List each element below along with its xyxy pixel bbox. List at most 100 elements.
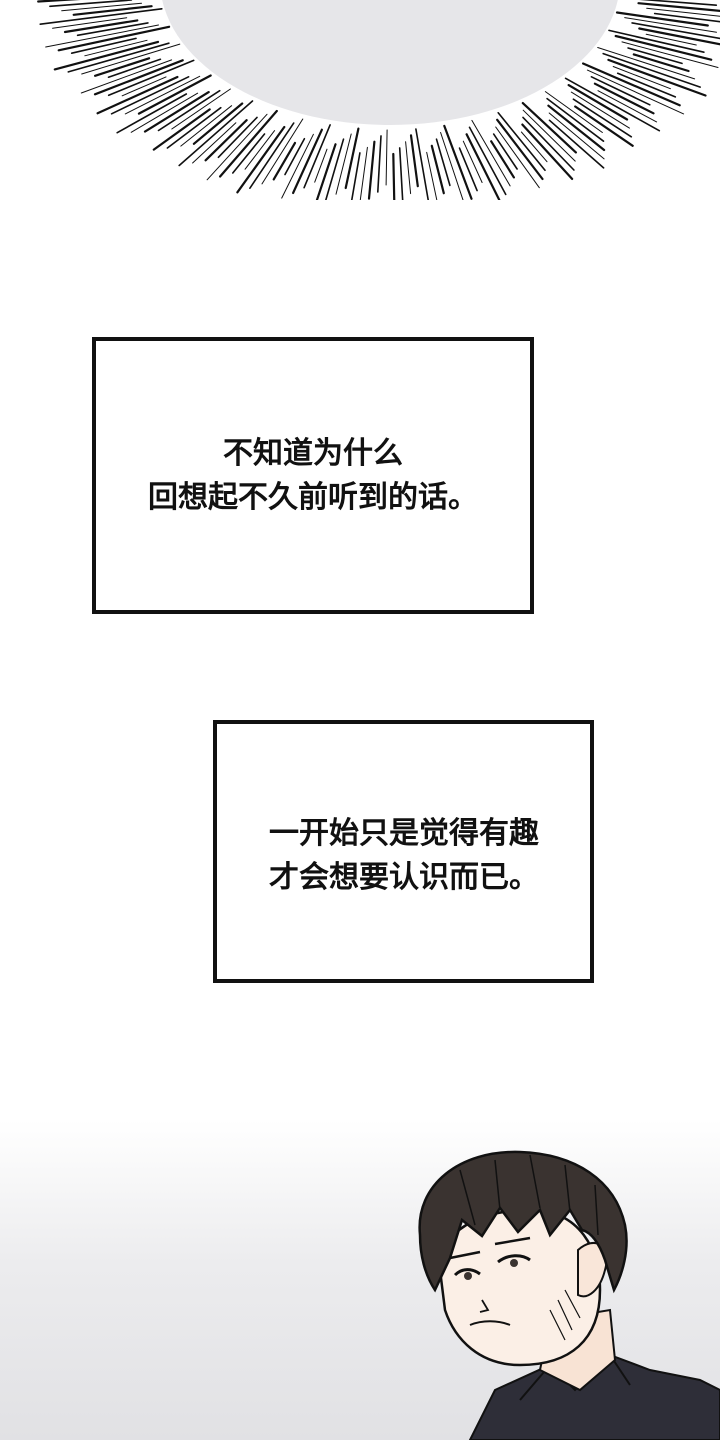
mouth (469, 1320, 511, 1326)
speed-line (107, 59, 195, 97)
speed-line (53, 40, 160, 71)
speed-line (520, 131, 548, 163)
speed-line (192, 122, 237, 164)
caption-1-line-1: 不知道为什么 (223, 435, 403, 471)
speed-line (325, 138, 345, 200)
speed-line (116, 93, 188, 134)
speed-line (124, 75, 201, 115)
speed-line (84, 39, 148, 57)
left-eye (453, 1268, 481, 1277)
speed-line (70, 37, 137, 55)
speed-line (344, 127, 360, 190)
speed-line (315, 143, 337, 200)
speed-line (61, 2, 142, 12)
speed-line (440, 132, 464, 200)
speed-line (281, 133, 314, 199)
speed-line (261, 118, 304, 185)
speed-line (597, 90, 658, 123)
speed-line (521, 101, 578, 154)
speed-line-burst (37, 0, 720, 200)
hair (418, 1150, 628, 1294)
speed-line (522, 116, 575, 171)
speed-line (137, 74, 212, 115)
speed-line (180, 105, 233, 147)
speed-line (39, 8, 163, 26)
speed-line (612, 66, 671, 90)
speed-line (93, 57, 151, 77)
caption-2-line-1: 一开始只是觉得有趣 (269, 815, 539, 851)
speed-line (590, 76, 651, 106)
speed-line (462, 140, 483, 183)
speed-line (67, 42, 170, 73)
speed-line (249, 122, 295, 189)
speed-line (572, 98, 633, 138)
caption-2-line-2: 才会想要认识而已。 (269, 859, 539, 895)
speed-line (548, 119, 605, 169)
speed-line (272, 141, 297, 181)
speed-line (522, 109, 576, 162)
speed-line (80, 59, 173, 94)
speed-line (435, 138, 451, 187)
speed-line (415, 128, 430, 200)
speed-line (110, 76, 190, 115)
face (438, 1208, 602, 1367)
speed-line (143, 90, 210, 133)
speed-line (574, 105, 634, 147)
speed-line (52, 17, 128, 29)
speed-line (166, 106, 222, 149)
speed-line (547, 104, 606, 152)
speed-line (392, 152, 396, 200)
nose (479, 1299, 490, 1313)
speed-line (546, 97, 605, 142)
speed-line (645, 33, 697, 46)
speed-line (37, 0, 81, 3)
speed-line (76, 22, 149, 37)
speed-line (45, 24, 159, 48)
speed-line (614, 34, 713, 61)
speed-line (335, 133, 352, 195)
speed-line (602, 52, 702, 88)
speed-line (637, 2, 720, 12)
speed-line (496, 118, 544, 181)
speed-line (284, 137, 306, 176)
shirt (468, 1353, 720, 1440)
speed-line (398, 147, 404, 200)
speed-line (57, 25, 171, 52)
speed-line (586, 69, 685, 115)
speed-line (303, 124, 331, 189)
speed-line (121, 76, 167, 97)
speed-line (521, 123, 574, 180)
speed-line (244, 130, 276, 170)
speed-line (631, 22, 720, 40)
speed-line (107, 58, 162, 78)
speed-line (367, 140, 376, 200)
speed-line (178, 100, 254, 167)
speed-line (405, 141, 412, 195)
speed-line (567, 83, 629, 121)
caption-box-2: 一开始只是觉得有趣 才会想要认识而已。 (213, 720, 594, 983)
speed-line (632, 53, 690, 73)
speed-line (81, 43, 181, 75)
speed-line (350, 152, 361, 200)
speed-line (430, 144, 445, 195)
speed-line (359, 146, 368, 200)
right-eye (497, 1254, 531, 1264)
speed-line (192, 102, 244, 145)
speed-line (581, 62, 681, 107)
speed-line (376, 135, 382, 193)
speed-line (608, 29, 705, 54)
speed-line (624, 17, 717, 33)
speed-line (616, 72, 677, 98)
ear (577, 1241, 608, 1298)
speed-line (96, 75, 179, 115)
caption-1-line-2: 回想起不久前听到的话。 (148, 479, 478, 515)
speed-line (292, 128, 323, 195)
speed-line (426, 151, 438, 200)
character-illustration (418, 1150, 720, 1440)
speed-line (219, 109, 278, 178)
speed-line (217, 116, 258, 159)
speed-line (465, 133, 501, 200)
speed-line (638, 27, 720, 46)
speed-line (570, 91, 630, 129)
speed-line (157, 89, 221, 132)
